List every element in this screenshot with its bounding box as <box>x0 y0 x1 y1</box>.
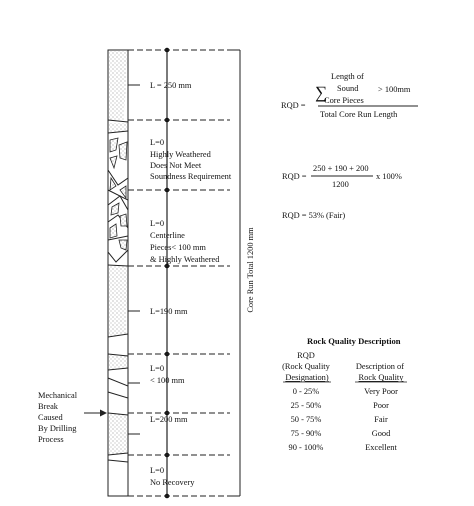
rock-quality-table: Rock Quality Description RQD (Rock Quali… <box>282 336 407 452</box>
core-run-total-label: Core Run Total 1200 mm <box>246 227 255 313</box>
segment-label-4: L=190 mm <box>150 307 188 316</box>
core-piece-top <box>109 51 127 120</box>
formula-denominator: Total Core Run Length <box>320 110 398 119</box>
core-piece <box>109 355 127 369</box>
segment-ticks <box>128 84 140 435</box>
core-piece-190 <box>109 266 127 336</box>
segment-boundary-lines <box>128 49 230 497</box>
core-piece-200 <box>109 414 127 454</box>
rqd-result: RQD = 53% (Fair) <box>282 211 345 220</box>
rubble-pieces <box>109 137 128 251</box>
mechanical-break-note: Mechanical Break Caused By Drilling Proc… <box>38 391 79 444</box>
sigma-symbol: ∑ <box>315 83 327 102</box>
break-arrow-head <box>100 409 107 417</box>
table-row: 0 - 25% Very Poor <box>293 387 398 396</box>
rqd-formula: RQD = ∑ Length of Sound Core Pieces > 10… <box>281 72 418 220</box>
calc-numerator: 250 + 190 + 200 <box>313 164 369 173</box>
table-row: 90 - 100% Excellent <box>289 443 398 452</box>
table-title: Rock Quality Description <box>307 336 401 346</box>
segment-label-2: L=0 Highly Weathered Does Not Meet Sound… <box>150 138 232 181</box>
calc-denominator: 1200 <box>332 180 349 189</box>
segment-label-1: L = 250 mm <box>150 81 192 90</box>
table-row: 75 - 90% Good <box>291 429 392 438</box>
formula-condition: > 100mm <box>378 85 411 94</box>
formula-lhs: RQD = <box>281 101 306 110</box>
table-row: 50 - 75% Fair <box>291 415 388 424</box>
fracture-lines <box>107 119 129 463</box>
core-piece <box>109 123 127 132</box>
core-column: L = 250 mm L=0 Highly Weathered Does Not… <box>38 47 255 499</box>
segment-label-6: L=200 mm <box>150 415 188 424</box>
table-header-rqd: RQD (Rock Quality Designation) <box>282 351 332 382</box>
segment-label-7: L=0 No Recovery <box>150 466 195 487</box>
calc-lhs: RQD = <box>282 172 307 181</box>
segment-label-3: L=0 Centerline Pieces< 100 mm & Highly W… <box>150 219 220 264</box>
table-header-description: Description of Rock Quality <box>356 362 406 382</box>
calc-multiplier: x 100% <box>376 172 402 181</box>
formula-numerator: Length of Sound Core Pieces <box>324 72 366 105</box>
segment-label-5: L=0 < 100 mm <box>150 364 185 385</box>
table-row: 25 - 50% Poor <box>291 401 390 410</box>
